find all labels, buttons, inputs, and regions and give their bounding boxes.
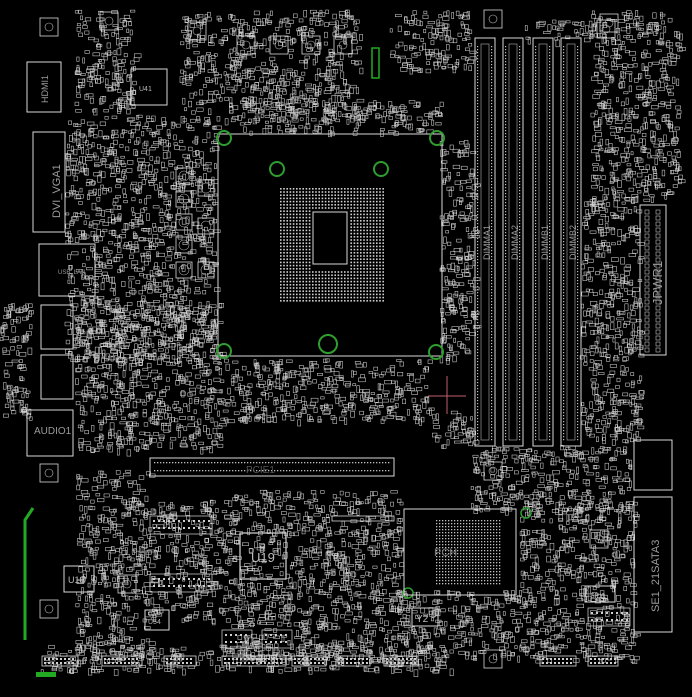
mounting-hole [373, 161, 389, 177]
chip-u54: U54 [144, 609, 170, 631]
pch-chipset: PCH [403, 508, 517, 596]
atx-power-connector: JPWR1 [639, 204, 667, 356]
dimm-label: DIMMB2 [568, 225, 578, 260]
component-footprints [0, 9, 686, 677]
audio-jack [26, 409, 74, 457]
mounting-hole [318, 334, 338, 354]
mounting-hole [402, 587, 414, 599]
dimm-label: DIMMA1 [482, 225, 492, 260]
pcie-pin-rows [154, 462, 390, 472]
hdmi-label: HDMI1 [40, 75, 50, 103]
pcie-label: PCIE1 [246, 465, 275, 476]
hdmi-port [26, 61, 62, 113]
sata-connectors: SE1_21SATA3 [633, 439, 673, 633]
dimm-slots: DIMMA1 DIMMA2 DIMMB1 DIMMB2 [474, 37, 582, 447]
chip-u41: U41 [130, 68, 168, 106]
dvi-vga-port [32, 131, 66, 233]
dimm-label: DIMMB1 [540, 225, 550, 260]
chip-u18: U18 [63, 565, 95, 593]
spi-rom: SPI1 [584, 585, 616, 603]
dimm-slot-b1: DIMMB1 [532, 37, 554, 447]
u18-label: U18 [68, 575, 85, 585]
rear-io: HDMI1 DVI_VGA1 USB_LAN AUDIO1 [26, 61, 96, 457]
sata-label: SE1_21SATA3 [650, 540, 662, 612]
mounting-hole [269, 161, 285, 177]
u54-label: U54 [148, 619, 161, 626]
mounting-hole [216, 130, 232, 146]
mounting-hole [429, 130, 445, 146]
crosshair-marker [428, 376, 466, 414]
mounting-holes [216, 130, 532, 599]
pch-label: PCH [434, 547, 457, 559]
dvi-vga-label: DVI_VGA1 [51, 164, 63, 218]
usb-lan-port [38, 243, 96, 297]
u41-label: U41 [139, 86, 152, 93]
mounting-hole [216, 343, 232, 359]
y2-label: Y2 [416, 614, 429, 625]
usb-lan-label: USB_LAN [58, 270, 85, 276]
highlight-traces [23, 47, 380, 677]
dimm-pin-rows [477, 46, 579, 441]
jpwr-label: JPWR1 [650, 261, 665, 305]
dimm-slot-a2: DIMMA2 [502, 37, 524, 447]
crystal-y2: Y2 [411, 607, 439, 627]
mounting-hole [428, 344, 444, 360]
cpu-socket [217, 133, 443, 357]
pch-ball-array [436, 520, 501, 585]
audio-label: AUDIO1 [34, 426, 72, 437]
chip-u19: U19 [239, 532, 287, 580]
cpu-socket-pad-array [280, 188, 384, 302]
dimm-slot-a1: DIMMA1 [474, 37, 496, 447]
dimm-slot-b2: DIMMB2 [560, 37, 582, 447]
dimm-label: DIMMA2 [510, 225, 520, 260]
pcie-slot: PCIE1 [149, 457, 395, 477]
usb-port [40, 304, 74, 350]
mounting-hole [520, 507, 532, 519]
u19-label: U19 [251, 550, 275, 565]
spi-label: SPI1 [590, 593, 605, 600]
jpwr-pins [644, 209, 661, 353]
usb-port [40, 354, 74, 400]
